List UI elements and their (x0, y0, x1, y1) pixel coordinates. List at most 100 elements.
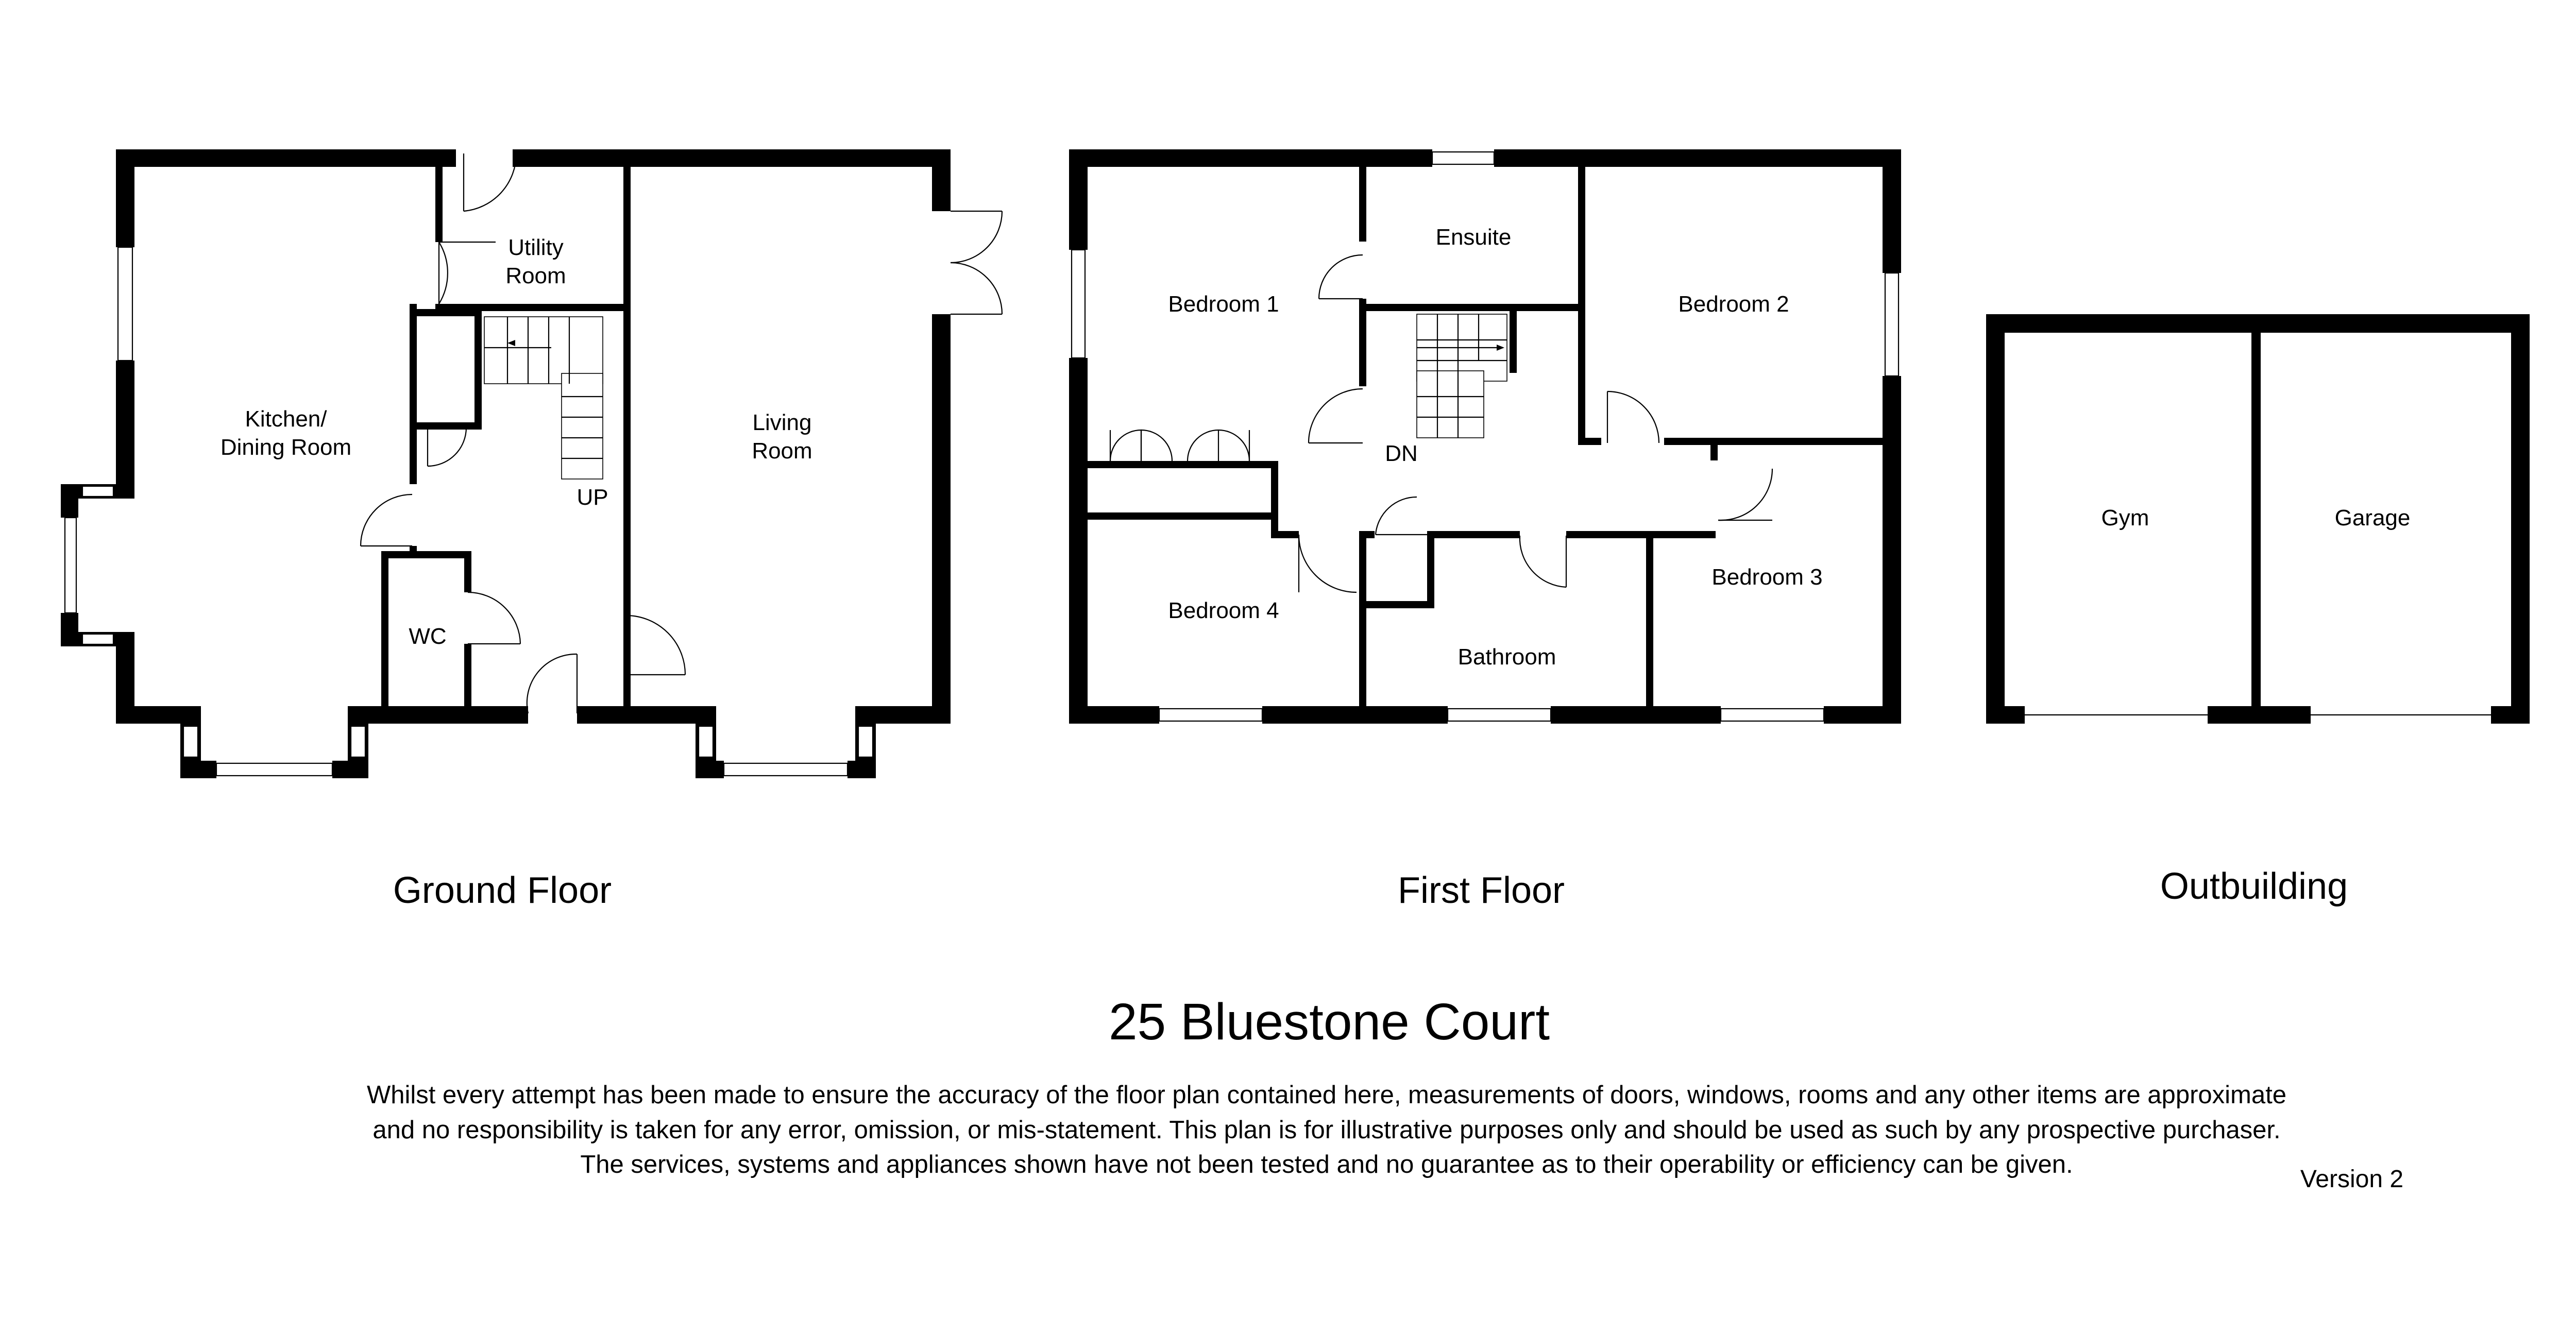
ff-wall-bed2-bottom-b (1664, 438, 1891, 445)
gf-kitchen-label-1: Kitchen/ (245, 406, 328, 432)
ff-window-bathroom (1447, 708, 1552, 722)
ff-wall-left-a (1069, 149, 1088, 250)
gf-wall-hall-left (410, 304, 417, 484)
gf-wall-cupboard-bottom (410, 422, 482, 430)
gf-kitchen-label-2: Dining Room (221, 435, 351, 460)
gf-bay-window-kitchen-l (182, 725, 199, 758)
ff-window-bedroom1 (1071, 249, 1086, 359)
ob-garage-label: Garage (2335, 505, 2411, 530)
gf-bay-living-bl (696, 761, 724, 778)
ff-wall-right-a (1883, 149, 1901, 273)
ff-bedroom4-label: Bedroom 4 (1168, 598, 1279, 623)
gf-bay-left-side-b (61, 613, 78, 646)
property-title: 25 Bluestone Court (1109, 993, 1550, 1051)
ff-wall-stair-right (1510, 311, 1517, 373)
gf-wall-wc-left (381, 551, 388, 724)
gf-bay-window-left (64, 517, 77, 614)
gf-wall-left-mid (116, 361, 134, 484)
gf-bay-window-living-r (857, 725, 874, 758)
ff-wall-top-right (1494, 149, 1901, 167)
gf-utility-label-1: Utility (508, 235, 564, 260)
ff-door-airing (1375, 496, 1427, 536)
gf-bay-window-living (723, 762, 849, 777)
gf-wall-living-partition (623, 149, 631, 724)
ff-wall-right-b (1883, 376, 1901, 724)
gf-bay-window-kitchen-r (350, 725, 366, 758)
gf-wall-kitchen-stub (410, 546, 417, 556)
outbuilding-label: Outbuilding (2160, 866, 2348, 907)
gf-wall-wc-right (464, 551, 471, 592)
gf-wall-bottom-d (871, 706, 951, 724)
ff-door-bedroom4 (1298, 534, 1357, 593)
ff-staircase (1416, 314, 1507, 438)
disclaimer-line-3: The services, systems and appliances sho… (580, 1151, 2073, 1178)
ff-wall-landing-bottom-c (1427, 531, 1520, 538)
ff-wall-bottom-a (1069, 706, 1159, 724)
gf-door-front (526, 653, 578, 714)
ff-wall-bed1-right-stub (1271, 464, 1278, 474)
ff-bedroom3-label: Bedroom 3 (1711, 564, 1822, 590)
disclaimer-line-2: and no responsibility is taken for any e… (372, 1116, 2280, 1144)
gf-door-kitchen (360, 493, 413, 547)
ff-wall-bed3-left (1646, 531, 1653, 724)
ob-wall-bottom-r (2491, 706, 2530, 724)
ff-wardrobe-doors (1109, 429, 1250, 461)
ff-window-bedroom4 (1158, 708, 1263, 722)
gf-bay-window-left-top (81, 485, 114, 498)
gf-bay-window-left-bottom (81, 633, 114, 645)
ob-wall-right (2511, 314, 2530, 724)
gf-door-living-french (950, 210, 1003, 315)
gf-door-living-internal (626, 614, 686, 676)
ff-wall-bed2-bottom-a (1578, 438, 1601, 445)
gf-wall-bottom-b (348, 706, 528, 724)
gf-wall-left-upper (116, 149, 134, 247)
gf-door-cupboard (427, 427, 467, 467)
gf-living-label-2: Room (752, 438, 812, 464)
ob-gym-label: Gym (2102, 505, 2149, 530)
gf-window-kitchen-left (117, 246, 133, 362)
gf-bay-kitchen-bl (180, 761, 216, 778)
gf-utility-label-2: Room (505, 263, 566, 288)
ff-wall-bed2-left (1578, 167, 1585, 445)
outbuilding-plan: Gym Garage (1986, 314, 2530, 724)
gf-living-label-1: Living (753, 410, 812, 435)
ff-wall-ensuite-bottom (1359, 304, 1578, 311)
ground-floor-plan: Utility Room Kitchen/ Dining Room Living… (61, 149, 1003, 778)
gf-wall-right-lower (932, 314, 951, 724)
gf-wc-label: WC (409, 624, 446, 649)
ground-floor-label: Ground Floor (393, 870, 612, 911)
ff-wall-bed3-top (1710, 445, 1718, 460)
ff-door-bedroom2 (1606, 390, 1660, 443)
ob-wall-divider (2251, 333, 2261, 709)
ff-wall-bottom-d (1824, 706, 1901, 724)
ff-bathroom-label: Bathroom (1458, 644, 1556, 670)
ff-bedroom1-label: Bedroom 1 (1168, 292, 1279, 317)
ff-wall-landing-bottom-a (1278, 531, 1299, 538)
gf-wall-cupboard-top (410, 309, 482, 316)
gf-wall-cupboard-right (474, 309, 482, 427)
ob-wall-top (1986, 314, 2530, 333)
ff-door-ensuite (1318, 254, 1363, 300)
gf-door-utility-external (463, 153, 517, 212)
gf-wall-bottom-c (577, 706, 696, 724)
ff-window-bedroom3 (1720, 708, 1825, 722)
ff-wall-wardrobe-top (1088, 461, 1278, 468)
ff-wall-bed4-top (1088, 512, 1278, 520)
ff-wall-ensuite-left (1359, 167, 1366, 242)
gf-bay-living-br (848, 761, 876, 778)
ff-wall-bottom-b (1262, 706, 1448, 724)
gf-wall-wc-right-lower (464, 644, 471, 724)
ff-stairs-down-label: DN (1385, 441, 1418, 466)
gf-wall-wc-top (381, 551, 471, 558)
ff-wall-top-left (1069, 149, 1432, 167)
gf-door-utility-internal (438, 241, 496, 304)
ff-door-bedroom3 (1718, 468, 1773, 521)
ob-wall-left (1986, 314, 2005, 724)
ff-wall-bed4-right (1359, 533, 1366, 724)
ff-wall-landing-bottom-d (1566, 531, 1716, 538)
ff-wall-left-b (1069, 358, 1088, 724)
ob-wall-bottom-l (1986, 706, 2025, 724)
gf-bay-window-living-l (698, 725, 714, 758)
gf-stairs-up-label: UP (577, 485, 608, 510)
